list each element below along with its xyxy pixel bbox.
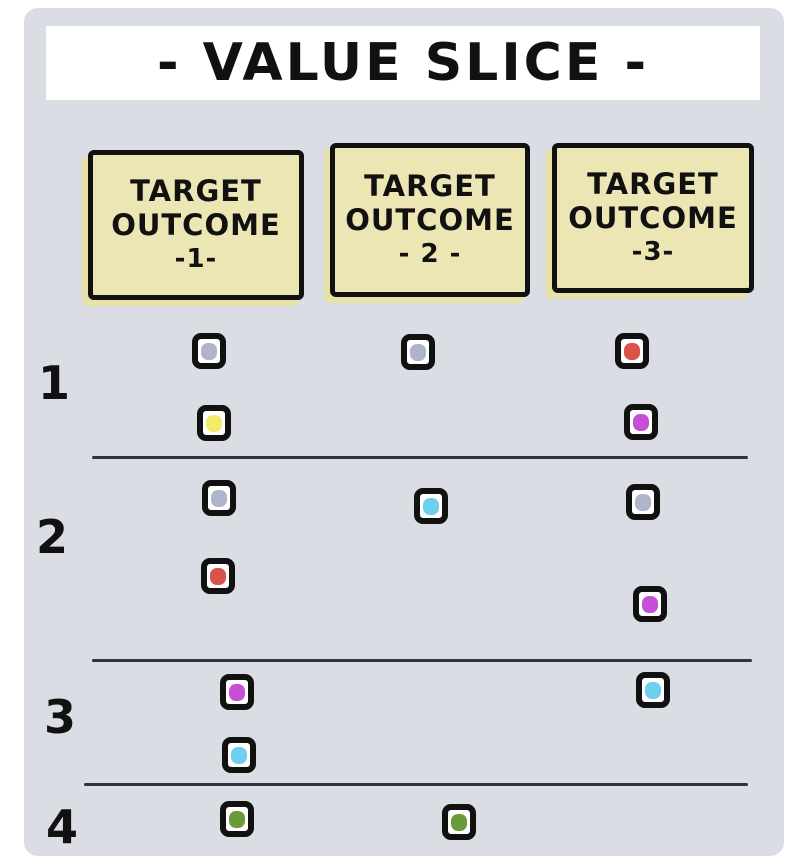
card-label-line1: TARGET [130,174,262,208]
sticky-note[interactable] [615,333,649,369]
row-divider [92,456,748,459]
row-number-4: 4 [46,800,79,854]
sticky-note[interactable] [220,674,254,710]
card-label-line2: OUTCOME [111,208,281,242]
card-label-line1: TARGET [587,167,719,201]
sticky-note[interactable] [624,404,658,440]
sticky-note-fill [645,682,661,699]
sticky-note[interactable] [626,484,660,520]
sticky-note-fill [633,414,649,431]
sticky-note[interactable] [197,405,231,441]
sticky-note-fill [210,568,226,585]
sticky-note[interactable] [222,737,256,773]
target-outcome-card-2[interactable]: TARGET OUTCOME - 2 - [330,143,530,297]
sticky-note-fill [206,415,222,432]
row-divider [84,783,748,786]
sticky-note[interactable] [401,334,435,370]
card-label-line2: OUTCOME [568,201,738,235]
sticky-note-fill [229,684,245,701]
sticky-note[interactable] [201,558,235,594]
row-number-1: 1 [38,356,71,410]
sticky-note-fill [451,814,467,831]
card-number: -3- [631,237,675,267]
sticky-note[interactable] [202,480,236,516]
sticky-note[interactable] [442,804,476,840]
row-number-2: 2 [36,510,69,564]
sticky-note-fill [201,343,217,360]
sticky-note[interactable] [633,586,667,622]
sticky-note-fill [635,494,651,511]
sticky-note-fill [624,343,640,360]
sticky-note-fill [231,747,247,764]
row-divider [92,659,752,662]
target-outcome-card-3[interactable]: TARGET OUTCOME -3- [552,143,754,293]
sticky-note[interactable] [636,672,670,708]
target-outcome-card-1[interactable]: TARGET OUTCOME -1- [88,150,304,300]
card-label-line2: OUTCOME [345,203,515,237]
sticky-note-fill [211,490,227,507]
board-title: - VALUE SLICE - [156,33,650,93]
value-slice-board [24,8,784,856]
board-title-banner: - VALUE SLICE - [46,26,760,100]
card-label-line1: TARGET [364,169,496,203]
sticky-note-fill [423,498,439,515]
card-number: -1- [174,244,218,274]
sticky-note[interactable] [192,333,226,369]
sticky-note[interactable] [414,488,448,524]
sticky-note-fill [229,811,245,828]
sticky-note-fill [642,596,658,613]
sticky-note[interactable] [220,801,254,837]
card-number: - 2 - [398,239,462,269]
row-number-3: 3 [44,690,77,744]
sticky-note-fill [410,344,426,361]
